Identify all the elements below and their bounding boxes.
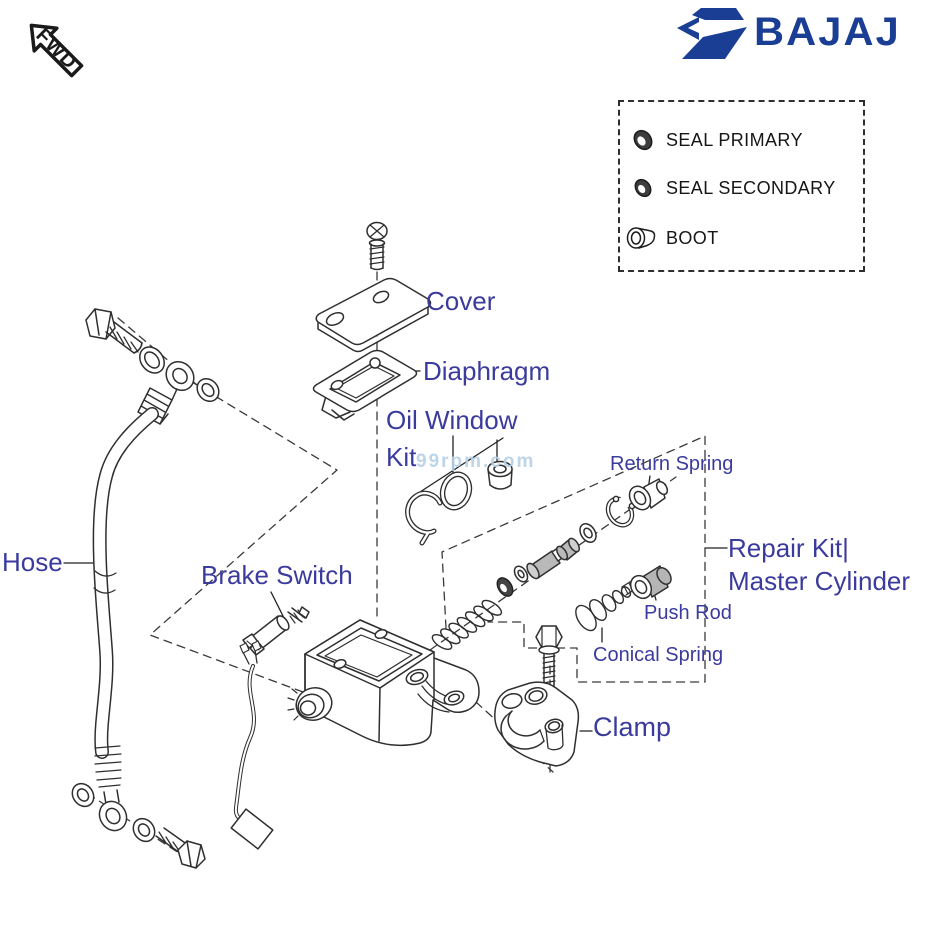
wire-connector bbox=[230, 808, 274, 850]
banjo-bolt-axis-top-dashed bbox=[117, 317, 211, 397]
brake-switch-part bbox=[242, 606, 310, 656]
legend-item-seal-secondary: SEAL SECONDARY bbox=[620, 170, 863, 206]
piston-washer bbox=[513, 565, 529, 583]
boot-icon bbox=[620, 221, 666, 255]
legend-label: BOOT bbox=[666, 227, 719, 248]
bleed-screw-part bbox=[366, 221, 388, 271]
label-oil-window-kit: Oil Window Kit bbox=[386, 405, 518, 472]
repair-kit-parts bbox=[431, 478, 669, 651]
mounting-flange bbox=[405, 668, 465, 713]
retainer-clip bbox=[405, 490, 443, 546]
bajaj-logo-icon bbox=[677, 8, 747, 59]
oil-window-leader-fork bbox=[419, 437, 504, 493]
label-brake-switch: Brake Switch bbox=[201, 560, 353, 590]
watermark-text: 99rpm.com bbox=[416, 451, 536, 472]
label-conical-spring: Conical Spring bbox=[593, 644, 724, 666]
oil-window-kit-part bbox=[405, 460, 513, 546]
switch-wire-part bbox=[230, 640, 274, 850]
label-diaphragm: Diaphragm bbox=[423, 356, 551, 386]
o-ring bbox=[439, 471, 473, 511]
seal-primary bbox=[496, 577, 514, 597]
legend-label: SEAL SECONDARY bbox=[666, 177, 836, 198]
label-return-spring: Return Spring bbox=[610, 453, 734, 475]
hose-ribbed-end bbox=[94, 745, 122, 805]
banjo-bolt-top bbox=[85, 308, 143, 354]
brand-logo: BAJAJ bbox=[668, 2, 928, 62]
diaphragm-part bbox=[312, 349, 418, 421]
seal-primary-icon bbox=[620, 124, 666, 156]
legend-item-boot: BOOT bbox=[620, 220, 863, 256]
return-spring-boot bbox=[628, 478, 669, 511]
label-push-rod: Push Rod bbox=[644, 602, 732, 624]
label-repair-kit-line2: Master Cylinder bbox=[728, 566, 911, 596]
hose-pointer-dashed bbox=[149, 381, 338, 693]
seal-secondary-icon bbox=[620, 172, 666, 204]
piston-spring bbox=[431, 599, 503, 651]
hose-part bbox=[71, 308, 220, 869]
legend-label: SEAL PRIMARY bbox=[666, 129, 803, 150]
fwd-arrow-icon bbox=[29, 23, 84, 78]
clamp-bolt-part bbox=[535, 625, 563, 687]
legend-item-seal-primary: SEAL PRIMARY bbox=[620, 122, 863, 158]
brake-switch-leader bbox=[270, 591, 285, 619]
push-rod-part bbox=[621, 565, 672, 600]
repair-kit-boundary-dashed bbox=[441, 435, 706, 683]
clamp-part bbox=[494, 681, 580, 767]
label-repair-kit-line1: Repair Kit| bbox=[728, 533, 849, 563]
piston bbox=[526, 537, 581, 580]
legend-box: SEAL PRIMARY SEAL SECONDARY bbox=[618, 100, 865, 272]
seal-secondary bbox=[579, 523, 597, 543]
brand-wordmark: BAJAJ bbox=[754, 10, 901, 54]
hose-tube bbox=[92, 407, 159, 759]
outlet-port bbox=[287, 687, 333, 721]
fwd-direction-badge: FWD bbox=[4, 2, 104, 102]
label-clamp: Clamp bbox=[593, 712, 672, 742]
banjo-bolt-bottom bbox=[155, 827, 206, 869]
label-hose: Hose bbox=[2, 547, 63, 577]
label-cover: Cover bbox=[426, 286, 496, 316]
conical-spring-part bbox=[575, 586, 632, 632]
cover-part bbox=[315, 277, 432, 353]
master-cylinder-part bbox=[287, 619, 480, 747]
oil-window bbox=[487, 460, 513, 490]
